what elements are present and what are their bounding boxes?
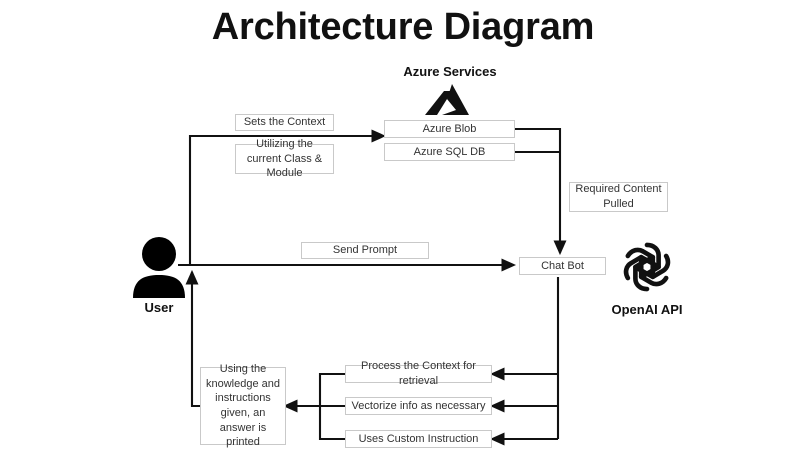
- label-sets-the-context: Sets the Context: [235, 114, 334, 131]
- node-azure-sql-db[interactable]: Azure SQL DB: [384, 143, 515, 161]
- wire-answer-to-user: [185, 269, 200, 408]
- node-process-context[interactable]: Process the Context for retrieval: [345, 360, 492, 387]
- azure-services-label: Azure Services: [403, 64, 497, 79]
- user-icon: [130, 236, 188, 298]
- azure-logo: [422, 82, 474, 118]
- page-title: Architecture Diagram: [211, 6, 595, 48]
- openai-api-label: OpenAI API: [611, 302, 683, 317]
- node-azure-blob[interactable]: Azure Blob: [384, 120, 515, 138]
- openai-logo: [618, 238, 676, 296]
- label-send-prompt: Send Prompt: [301, 242, 429, 259]
- node-chat-bot[interactable]: Chat Bot: [519, 257, 606, 275]
- wire-blob-to-chatbot: [515, 127, 567, 256]
- label-answer-printed: Using the knowledge and instructions giv…: [200, 363, 286, 448]
- node-uses-custom-instruction[interactable]: Uses Custom Instruction: [345, 430, 492, 448]
- label-utilizing-class-module: Utilizing the current Class & Module: [235, 138, 334, 179]
- label-required-content-pulled: Required Content Pulled: [569, 182, 668, 212]
- user-label: User: [144, 300, 174, 315]
- node-vectorize-info[interactable]: Vectorize info as necessary: [345, 397, 492, 415]
- wire-bottom-collector: [318, 372, 345, 441]
